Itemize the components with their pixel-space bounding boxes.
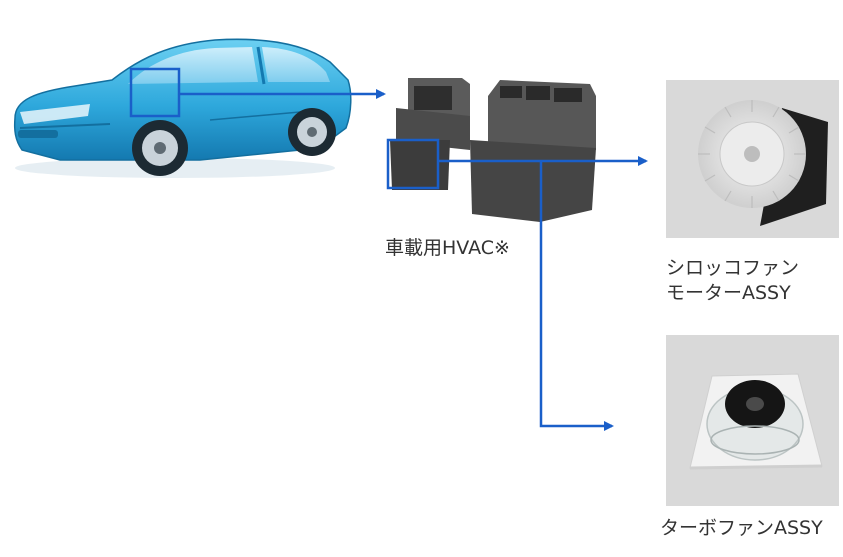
turbo-fan-label: ターボファンASSY bbox=[660, 517, 823, 539]
hvac-label: 車載用HVAC※ bbox=[385, 237, 510, 259]
sirocco-fan-motor-photo bbox=[666, 80, 839, 238]
arrow-hvac-to-turbo bbox=[539, 161, 614, 431]
connector-arrows bbox=[180, 89, 648, 431]
hvac-unit-icon bbox=[386, 78, 596, 222]
car-icon bbox=[13, 38, 352, 178]
sirocco-fan-label-line2: モーターASSY bbox=[666, 282, 791, 304]
turbo-fan-photo bbox=[666, 335, 839, 506]
sirocco-fan-label-line1: シロッコファン bbox=[666, 257, 800, 279]
